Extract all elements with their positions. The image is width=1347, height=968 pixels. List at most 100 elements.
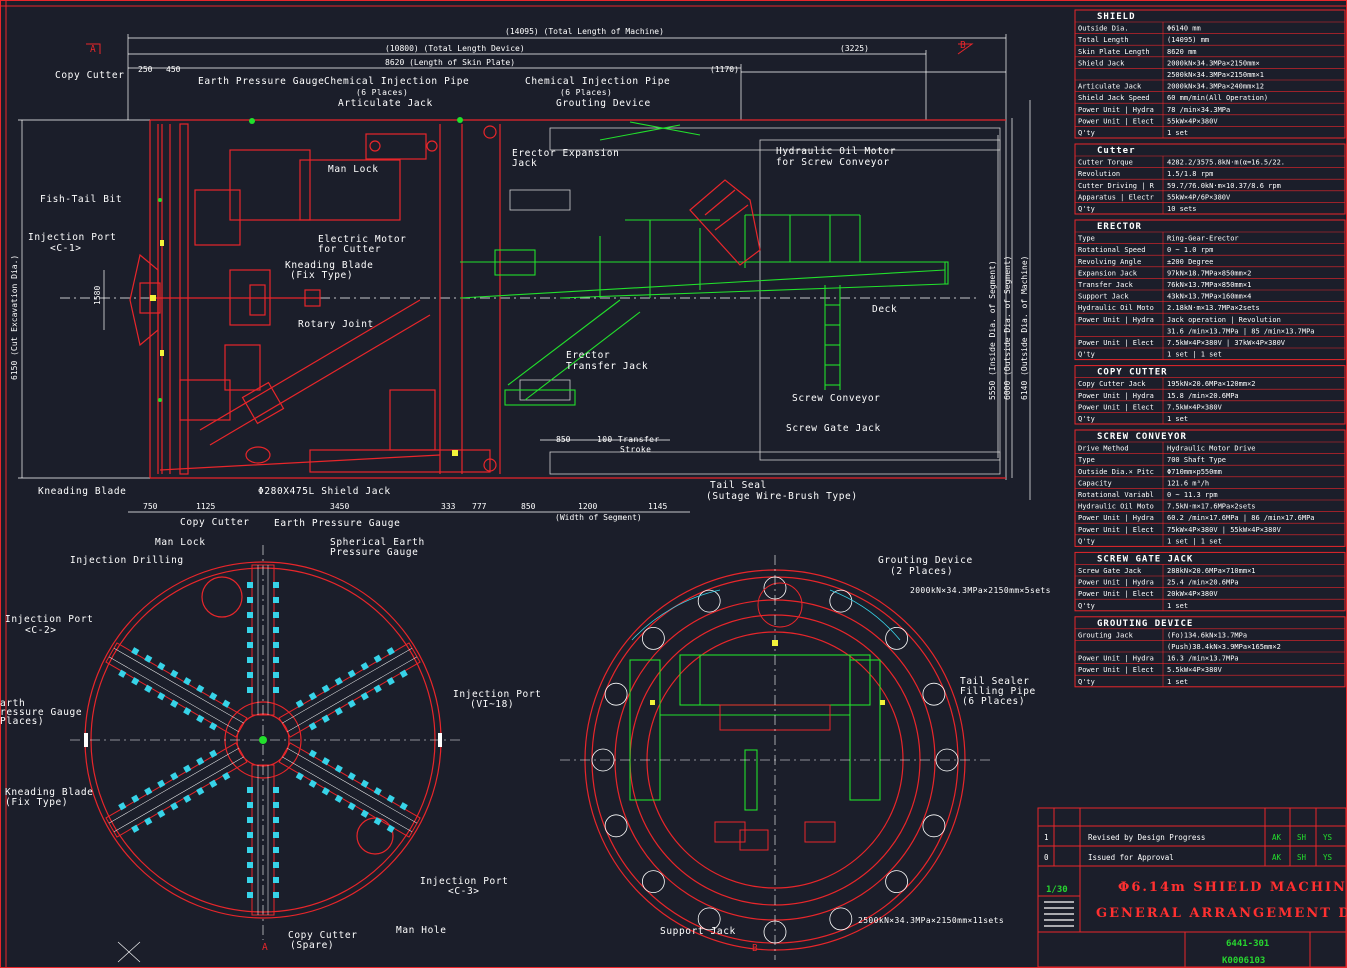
spec-table-header: COPY CUTTER <box>1097 368 1168 378</box>
cutter-bit <box>273 687 279 693</box>
spec-key: Shield Jack Speed <box>1078 94 1150 102</box>
spec-key: Skin Plate Length <box>1078 48 1150 56</box>
spec-key: Q'ty <box>1078 537 1095 545</box>
cutter-bit <box>247 642 253 648</box>
cutter-bit <box>209 749 218 758</box>
dim-bottom-7: 1145 <box>648 502 667 511</box>
cutter-bit <box>373 787 382 796</box>
spec-value: 195kN×20.6MPa×120mm×2 <box>1167 380 1256 388</box>
dim-total-machine: (14095) (Total Length of Machine) <box>505 27 664 36</box>
fv-injection-c3: Injection Port <box>420 876 508 887</box>
cutter-bit <box>360 692 369 701</box>
spec-value: 121.6 m³/h <box>1167 479 1209 487</box>
spec-table-header: GROUTING DEVICE <box>1097 619 1193 629</box>
cutter-bit <box>273 612 279 618</box>
cutter-bit <box>308 722 317 731</box>
rev-0-no: 0 <box>1044 853 1049 862</box>
fv-injection-drilling: Injection Drilling <box>70 555 184 566</box>
spec-value: 60.2 /min×17.6MPa | 86 /min×17.6MPa <box>1167 514 1315 522</box>
spec-table-frame <box>1074 143 1346 215</box>
spec-value: 16.3 /min×13.7MPa <box>1167 655 1239 663</box>
fv-marker: A <box>262 942 268 953</box>
cutter-bit <box>247 832 253 838</box>
rv-tail-sealer-c: (6 Places) <box>962 696 1025 707</box>
rv-tail-sealer-b: Filling Pipe <box>960 686 1036 697</box>
cutter-bit <box>273 832 279 838</box>
spec-value: 78 /min×34.3MPa <box>1167 106 1230 114</box>
spec-key: Copy Cutter Jack <box>1078 380 1146 388</box>
fv-spherical: Spherical Earth <box>330 537 425 548</box>
shield-jack-circle <box>641 870 665 894</box>
spec-key: Type <box>1078 235 1095 243</box>
front-view <box>70 545 460 963</box>
marker-b-side: B <box>960 40 966 51</box>
spec-value: 97kN×18.7MPa×850mm×2 <box>1167 269 1251 277</box>
fv-copy-spare: Copy Cutter <box>288 930 358 941</box>
dim-bottom-6: 1200 <box>578 502 597 511</box>
spec-key: Power Unit | Elect <box>1078 666 1154 674</box>
cutter-bit <box>247 877 253 883</box>
front-view-labels: Copy Cutter Earth Pressure Gauge Man Loc… <box>0 517 541 953</box>
rev-0-c: YS <box>1323 853 1333 862</box>
cutter-bit <box>157 809 166 818</box>
label-transfer-stroke-b: Stroke <box>620 445 651 454</box>
dim-width-segment: (Width of Segment) <box>555 513 642 522</box>
cutter-bit <box>131 647 140 656</box>
spec-value: 43kN×13.7MPa×160mm×4 <box>1167 293 1251 301</box>
cutter-bit <box>247 657 253 663</box>
cutter-bit <box>209 779 218 788</box>
spec-value: 1 set <box>1167 129 1188 137</box>
shield-jack-circle <box>829 907 853 931</box>
cutter-bit <box>295 772 304 781</box>
cutter-bit <box>157 662 166 671</box>
spec-key: Power Unit | Hydra <box>1078 655 1154 663</box>
spec-value: 31.6 /min×13.7MPa | 85 /min×13.7MPa <box>1167 327 1315 335</box>
spec-value: 0 ~ 1.0 rpm <box>1167 246 1213 254</box>
cutter-bit <box>157 779 166 788</box>
spec-table-frame <box>1074 365 1346 425</box>
spec-value: 59.7/76.0kN·m×10.37/8.6 rpm <box>1167 182 1281 190</box>
shield-jack-circle <box>604 814 628 838</box>
cutter-bit <box>131 794 140 803</box>
spec-key: Power Unit | Elect <box>1078 403 1154 411</box>
rear-view-labels: Grouting Device (2 Places) 2000kN×34.3MP… <box>660 555 1051 954</box>
cutter-bit <box>295 699 304 708</box>
cutter-bit <box>118 802 127 811</box>
spec-key: Revolution <box>1078 170 1120 178</box>
label-injection-port-c1-tag: <C-1> <box>50 243 82 254</box>
cutter-bit <box>196 714 205 723</box>
dim-450: 450 <box>166 65 181 74</box>
rv-marker: B <box>752 943 758 954</box>
spec-value: 1 set <box>1167 602 1188 610</box>
cutter-bit <box>196 757 205 766</box>
dim-1580: 1580 <box>93 286 102 305</box>
spec-value: 15.8 /min×20.6MPa <box>1167 392 1239 400</box>
dim-850: 850 <box>556 435 571 444</box>
cutter-bit <box>347 699 356 708</box>
spec-table-frame <box>1074 616 1346 688</box>
label-chem-pipe-2: Chemical Injection Pipe <box>525 76 670 87</box>
fv-kneading: Kneading Blade <box>5 787 93 798</box>
spec-key: Q'ty <box>1078 351 1095 359</box>
cutter-bit <box>247 847 253 853</box>
cutter-bit <box>247 687 253 693</box>
rev-1-c: YS <box>1323 833 1333 842</box>
spec-key: Rotational Variabl <box>1078 491 1154 499</box>
label-man-lock: Man Lock <box>328 164 379 175</box>
fv-injection-vi-tag: (VI~18) <box>470 699 514 710</box>
spec-value: 288kN×20.6MPa×710mm×1 <box>1167 567 1256 575</box>
fv-injection-c2-tag: <C-2> <box>25 625 57 636</box>
spec-key: Q'ty <box>1078 205 1095 213</box>
label-tail-seal-type: (Sutage Wire-Brush Type) <box>706 491 858 502</box>
dim-250: 250 <box>138 65 153 74</box>
spec-value: 55kW×4P/6P×380V <box>1167 193 1231 201</box>
rv-jack-top: 2000kN×34.3MPa×2150mm×5sets <box>910 586 1051 595</box>
fv-injection-c2: Injection Port <box>5 614 93 625</box>
cutter-bit <box>347 772 356 781</box>
spec-key: Hydraulic Oil Moto <box>1078 503 1154 511</box>
cutter-bit <box>273 877 279 883</box>
title-scale: 1/30 <box>1046 885 1068 895</box>
rv-grouting-count: (2 Places) <box>890 566 953 577</box>
cutter-bit <box>183 764 192 773</box>
spec-key: Transfer Jack <box>1078 281 1134 289</box>
